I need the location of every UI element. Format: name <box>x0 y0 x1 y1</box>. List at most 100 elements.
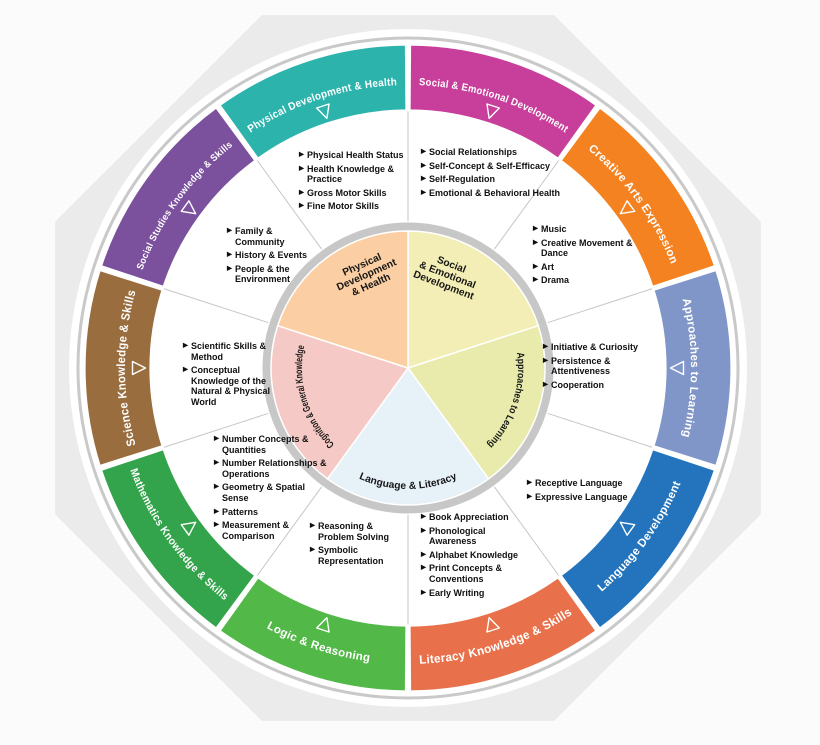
hub-ring <box>262 222 554 514</box>
indicator-text: Patterns <box>222 506 259 517</box>
hub-segment-physical-development-health <box>276 230 409 370</box>
indicator-item: ▶Measurement & Comparison <box>214 520 332 541</box>
indicator-text: Gross Motor Skills <box>307 187 387 198</box>
indicator-item: ▶Expressive Language <box>527 492 631 503</box>
indicator-text: Scientific Skills & Method <box>191 341 267 362</box>
indicator-item: ▶Family & Community <box>227 226 313 247</box>
indicator-item: ▶Emotional & Behavioral Health <box>421 188 561 199</box>
indicator-item: ▶Reasoning & Problem Solving <box>310 521 394 542</box>
bullet-icon: ▶ <box>527 479 532 486</box>
indicator-item: ▶Conceptual Knowledge of the Natural & P… <box>183 365 283 407</box>
indicator-item: ▶Alphabet Knowledge <box>421 550 533 561</box>
indicator-text: Drama <box>541 275 570 286</box>
triangle-marker-icon <box>315 103 330 120</box>
indicator-item: ▶Print Concepts & Conventions <box>421 563 533 584</box>
indicator-text: Fine Motor Skills <box>307 201 380 212</box>
indicator-text: Initiative & Curiosity <box>551 342 639 352</box>
indicator-item: ▶Music <box>533 224 635 235</box>
bullet-icon: ▶ <box>214 483 219 491</box>
indicator-item: ▶Fine Motor Skills <box>299 201 413 212</box>
indicator-item: ▶Receptive Language <box>527 478 631 489</box>
indicator-item: ▶Social Relationships <box>421 147 561 158</box>
indicator-list-language-development: ▶Receptive Language ▶Expressive Language <box>527 478 631 505</box>
bullet-icon: ▶ <box>421 148 426 155</box>
indicator-item: ▶Symbolic Representation <box>310 545 394 566</box>
hub-segment-approaches-to-learning <box>406 324 546 480</box>
sector-divider <box>163 412 269 448</box>
indicator-text: Health Knowledge & Practice <box>307 163 395 185</box>
sector-divider <box>256 160 323 250</box>
indicator-item: ▶Early Writing <box>421 588 533 599</box>
indicator-text: Social Relationships <box>429 147 518 157</box>
wheel-outline <box>76 36 740 700</box>
indicator-text: Symbolic Representation <box>318 545 384 566</box>
indicator-item: ▶Gross Motor Skills <box>299 188 413 199</box>
indicator-list-social-emotional-development: ▶Social Relationships▶Self-Concept & Sel… <box>421 147 561 201</box>
bullet-icon: ▶ <box>310 522 315 529</box>
indicator-item: ▶Geometry & Spatial Sense <box>214 482 332 503</box>
indicator-text: Alphabet Knowledge <box>429 549 519 560</box>
indicator-text: Self-Concept & Self-Efficacy <box>429 160 551 171</box>
bullet-icon: ▶ <box>310 546 315 554</box>
triangle-marker-icon <box>180 521 197 536</box>
outer-segment-literacy-knowledge-skills <box>409 577 597 692</box>
indicator-item: ▶Book Appreciation <box>421 512 533 523</box>
outer-segment-social-studies-knowledge-skills <box>100 107 256 288</box>
indicator-text: Art <box>541 261 554 272</box>
indicator-item: ▶Self-Concept & Self-Efficacy <box>421 161 561 172</box>
bullet-icon: ▶ <box>214 507 219 515</box>
bullet-icon: ▶ <box>227 264 232 272</box>
indicator-item: ▶Persistence & Attentiveness <box>543 356 661 377</box>
bullet-icon: ▶ <box>214 521 219 529</box>
indicator-text: Book Appreciation <box>429 512 509 522</box>
bullet-icon: ▶ <box>533 262 538 270</box>
indicator-item: ▶Physical Health Status <box>299 150 413 161</box>
indicator-list-creative-arts-expression: ▶Music▶Creative Movement & Dance▶Art▶Dra… <box>533 224 635 289</box>
bullet-icon: ▶ <box>421 550 426 558</box>
indicator-text: Self-Regulation <box>429 174 496 185</box>
bullet-icon: ▶ <box>533 225 538 232</box>
outer-segment-science-knowledge-skills <box>84 269 163 467</box>
indicator-list-social-studies-knowledge-skills: ▶Family & Community▶History & Events▶Peo… <box>227 226 313 288</box>
triangle-marker-icon <box>315 616 330 633</box>
bullet-icon: ▶ <box>214 459 219 467</box>
triangle-marker-icon <box>669 360 685 376</box>
indicator-text: Print Concepts & Conventions <box>429 563 503 585</box>
bullet-icon: ▶ <box>421 188 426 196</box>
bullet-icon: ▶ <box>227 251 232 259</box>
triangle-marker-icon <box>486 616 501 633</box>
hub-segment-cognition-general-knowledge <box>270 324 410 480</box>
indicator-text: Persistence & Attentiveness <box>551 355 611 377</box>
indicator-text: Family & Community <box>235 226 285 247</box>
hub-segment-language-literacy <box>326 366 490 506</box>
indicator-text: History & Events <box>235 250 308 261</box>
bullet-icon: ▶ <box>527 492 532 500</box>
indicator-item: ▶Drama <box>533 275 635 286</box>
indicator-item: ▶Self-Regulation <box>421 174 561 185</box>
outer-segment-logic-reasoning <box>219 577 407 692</box>
bullet-icon: ▶ <box>183 342 188 349</box>
indicator-text: People & the Environment <box>235 263 291 285</box>
indicator-text: Number Relationships & Operations <box>222 458 327 479</box>
indicator-item: ▶Phonological Awareness <box>421 526 533 547</box>
bullet-icon: ▶ <box>421 161 426 169</box>
indicator-item: ▶Scientific Skills & Method <box>183 341 283 362</box>
triangle-marker-icon <box>131 360 147 376</box>
outer-segment-creative-arts-expression <box>560 107 716 288</box>
indicator-item: ▶Number Concepts & Quantities <box>214 434 332 455</box>
triangle-marker-icon <box>180 200 197 215</box>
bullet-icon: ▶ <box>299 164 304 172</box>
bullet-icon: ▶ <box>421 526 426 534</box>
indicator-item: ▶History & Events <box>227 250 313 261</box>
indicator-list-physical-development-health: ▶Physical Health Status ▶Health Knowledge… <box>299 150 413 215</box>
indicator-list-science-knowledge-skills: ▶Scientific Skills & Method ▶Conceptual K… <box>183 341 283 411</box>
hub-segment-social-emotional <box>407 230 540 370</box>
indicator-item: ▶Health Knowledge & Practice <box>299 164 413 185</box>
bullet-icon: ▶ <box>183 366 188 374</box>
indicator-list-literacy-knowledge-skills: ▶Book Appreciation▶Phonological Awarenes… <box>421 512 533 601</box>
indicator-text: Emotional & Behavioral Health <box>429 187 561 198</box>
sector-divider <box>547 288 653 324</box>
